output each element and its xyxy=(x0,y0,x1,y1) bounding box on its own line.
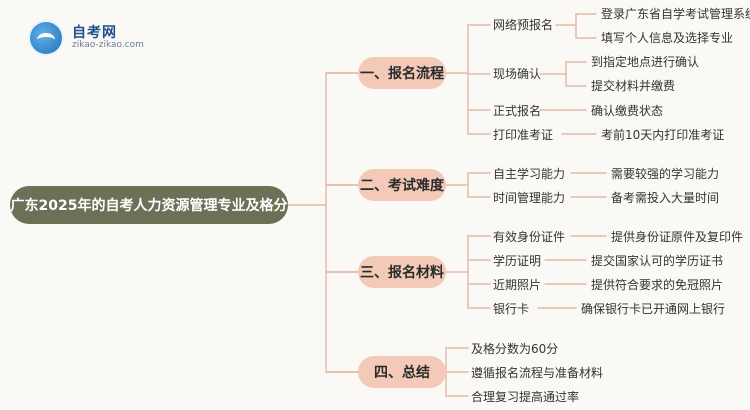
detail-payment-status: 确认缴费状态 xyxy=(591,104,664,118)
detail-fill-info: 填写个人信息及选择专业 xyxy=(601,31,734,45)
item-bank-card: 银行卡 xyxy=(493,302,530,316)
item-self-study: 自主学习能力 xyxy=(493,167,566,181)
detail-login-system: 登录广东省自学考试管理系统 xyxy=(601,7,750,21)
logo-url: zikao-zikao.com xyxy=(72,40,144,50)
category-summary: 四、总结 xyxy=(358,356,446,388)
item-formal-registration: 正式报名 xyxy=(493,104,542,118)
detail-id-copy: 提供身份证原件及复印件 xyxy=(611,230,744,244)
site-logo[interactable]: 自考网 zikao-zikao.com xyxy=(30,20,150,54)
category-registration-materials: 三、报名材料 xyxy=(358,256,446,288)
item-review-plan: 合理复习提高通过率 xyxy=(471,390,580,404)
graduation-cap-icon xyxy=(30,22,62,54)
item-follow-process: 遵循报名流程与准备材料 xyxy=(471,366,604,380)
logo-title: 自考网 xyxy=(72,25,117,41)
item-recent-photo: 近期照片 xyxy=(493,278,542,292)
root-node: 广东2025年的自考人力资源管理专业及格分 xyxy=(10,186,288,224)
item-time-management: 时间管理能力 xyxy=(493,191,566,205)
category-exam-difficulty: 二、考试难度 xyxy=(358,169,446,201)
detail-diploma: 提交国家认可的学历证书 xyxy=(591,254,724,268)
detail-invest-time: 备考需投入大量时间 xyxy=(611,191,720,205)
item-pass-score: 及格分数为60分 xyxy=(471,342,559,356)
detail-submit-pay: 提交材料并缴费 xyxy=(591,79,676,93)
detail-confirm-location: 到指定地点进行确认 xyxy=(591,55,700,69)
item-print-admission: 打印准考证 xyxy=(493,128,554,142)
item-valid-id: 有效身份证件 xyxy=(493,230,566,244)
item-online-preregistration: 网络预报名 xyxy=(493,18,554,32)
item-education-proof: 学历证明 xyxy=(493,254,542,268)
category-registration-process: 一、报名流程 xyxy=(358,57,446,89)
detail-strong-learning: 需要较强的学习能力 xyxy=(611,167,720,181)
detail-print-10days: 考前10天内打印准考证 xyxy=(601,128,725,142)
detail-photo: 提供符合要求的免冠照片 xyxy=(591,278,724,292)
item-onsite-confirmation: 现场确认 xyxy=(493,67,542,81)
detail-online-banking: 确保银行卡已开通网上银行 xyxy=(581,302,726,316)
